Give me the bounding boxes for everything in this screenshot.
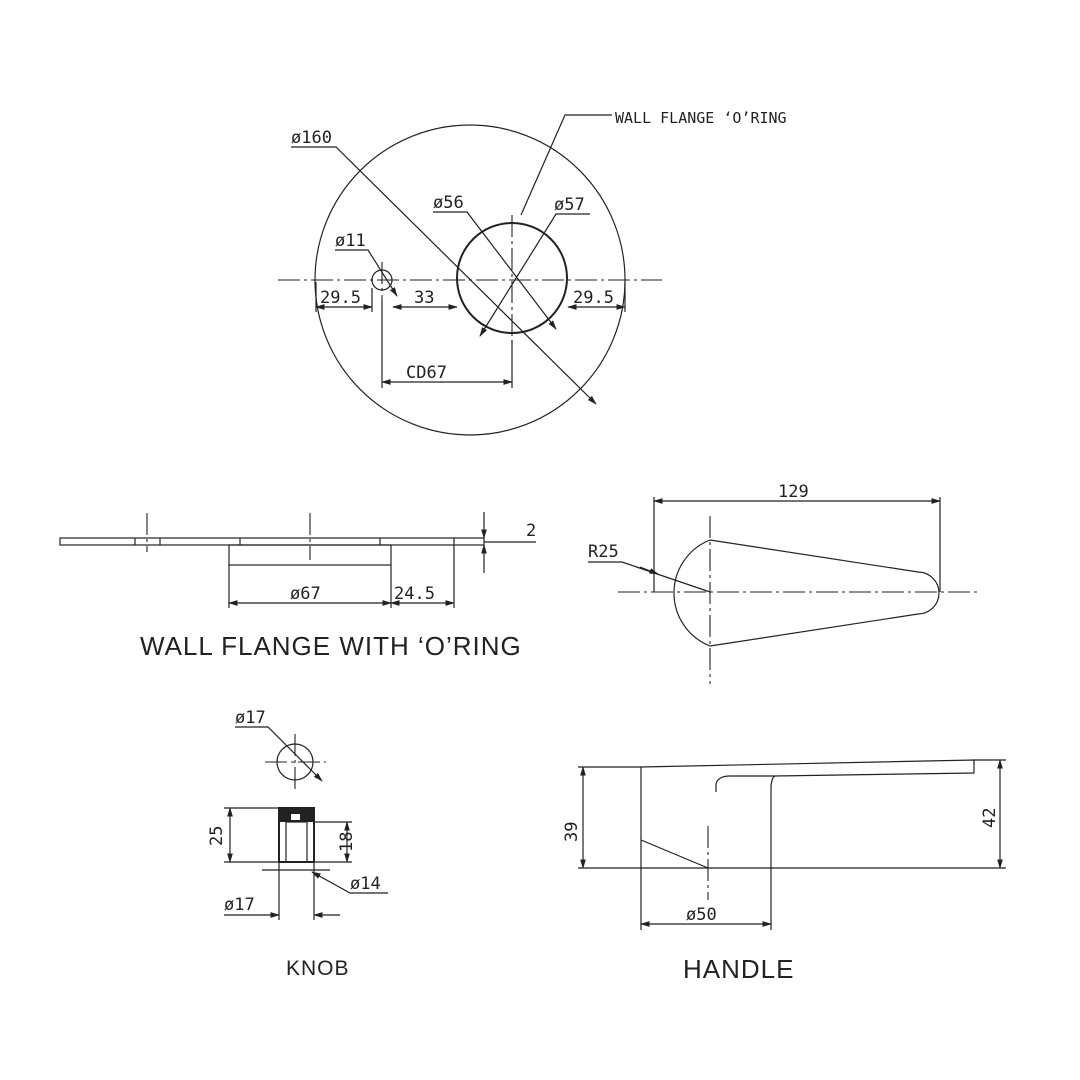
dim-knob-25: 25 [207,826,227,846]
dim-thickness-2: 2 [526,521,536,541]
knob-bore [285,821,308,863]
knob-views: ø17 25 18 ø14 ø17 KNOB [207,708,388,980]
dim-dia160: ø160 [291,128,332,148]
dim-knob-base-dia17: ø17 [224,895,255,915]
dia14-leader [311,871,388,894]
dim-dia57: ø57 [554,195,585,215]
handle-outline [673,539,940,647]
dia57-leader [479,213,590,337]
dim-24-5: 24.5 [394,584,435,604]
dim-dia56: ø56 [433,193,464,213]
dia11-leader [335,249,398,297]
knob-cap-slot [291,814,300,820]
dim-dia67: ø67 [290,584,321,604]
dim-29-5-right: 29.5 [573,288,614,308]
dim-handle-39: 39 [562,822,582,842]
handle-lever-outline [640,759,975,868]
dim-cd67: CD67 [406,363,447,383]
dim-knob-dia14: ø14 [350,874,381,894]
dim-129: 129 [778,482,809,502]
dim-knob-top-dia17: ø17 [235,708,266,728]
dim-knob-18: 18 [337,832,357,852]
wall-flange-title: WALL FLANGE WITH ‘O’RING [140,631,522,661]
oring-groove [228,544,392,566]
oring-callout-leader [520,114,612,216]
dim-handle-42: 42 [980,808,1000,828]
dim-dia11: ø11 [335,231,366,251]
flange-plate [59,537,485,546]
handle-plan-view: 129 R25 [588,482,980,684]
handle-side-view: 39 42 ø50 HANDLE [562,759,1006,984]
wall-flange-side-view: 2 ø67 24.5 WALL FLANGE WITH ‘O’RING [59,512,536,661]
dim-33: 33 [414,288,434,308]
handle-slant-line [640,839,709,869]
handle-inner-lip [715,775,775,792]
handle-title: HANDLE [683,954,794,984]
dia56-leader [433,211,557,330]
dim-r25: R25 [588,542,619,562]
dim-29-5-left: 29.5 [320,288,361,308]
oring-callout-label: WALL FLANGE ‘O’RING [615,109,787,127]
dim-handle-dia50: ø50 [686,905,717,925]
r25-arrow [639,566,659,575]
knob-title: KNOB [286,957,350,980]
dia160-leader [291,146,597,405]
r25-leader [588,561,711,593]
knob-dia17-top-leader [235,726,323,782]
wall-flange-plan-view: ø160 ø56 ø57 WALL FLANGE ‘O’RING ø11 29.… [278,109,787,436]
